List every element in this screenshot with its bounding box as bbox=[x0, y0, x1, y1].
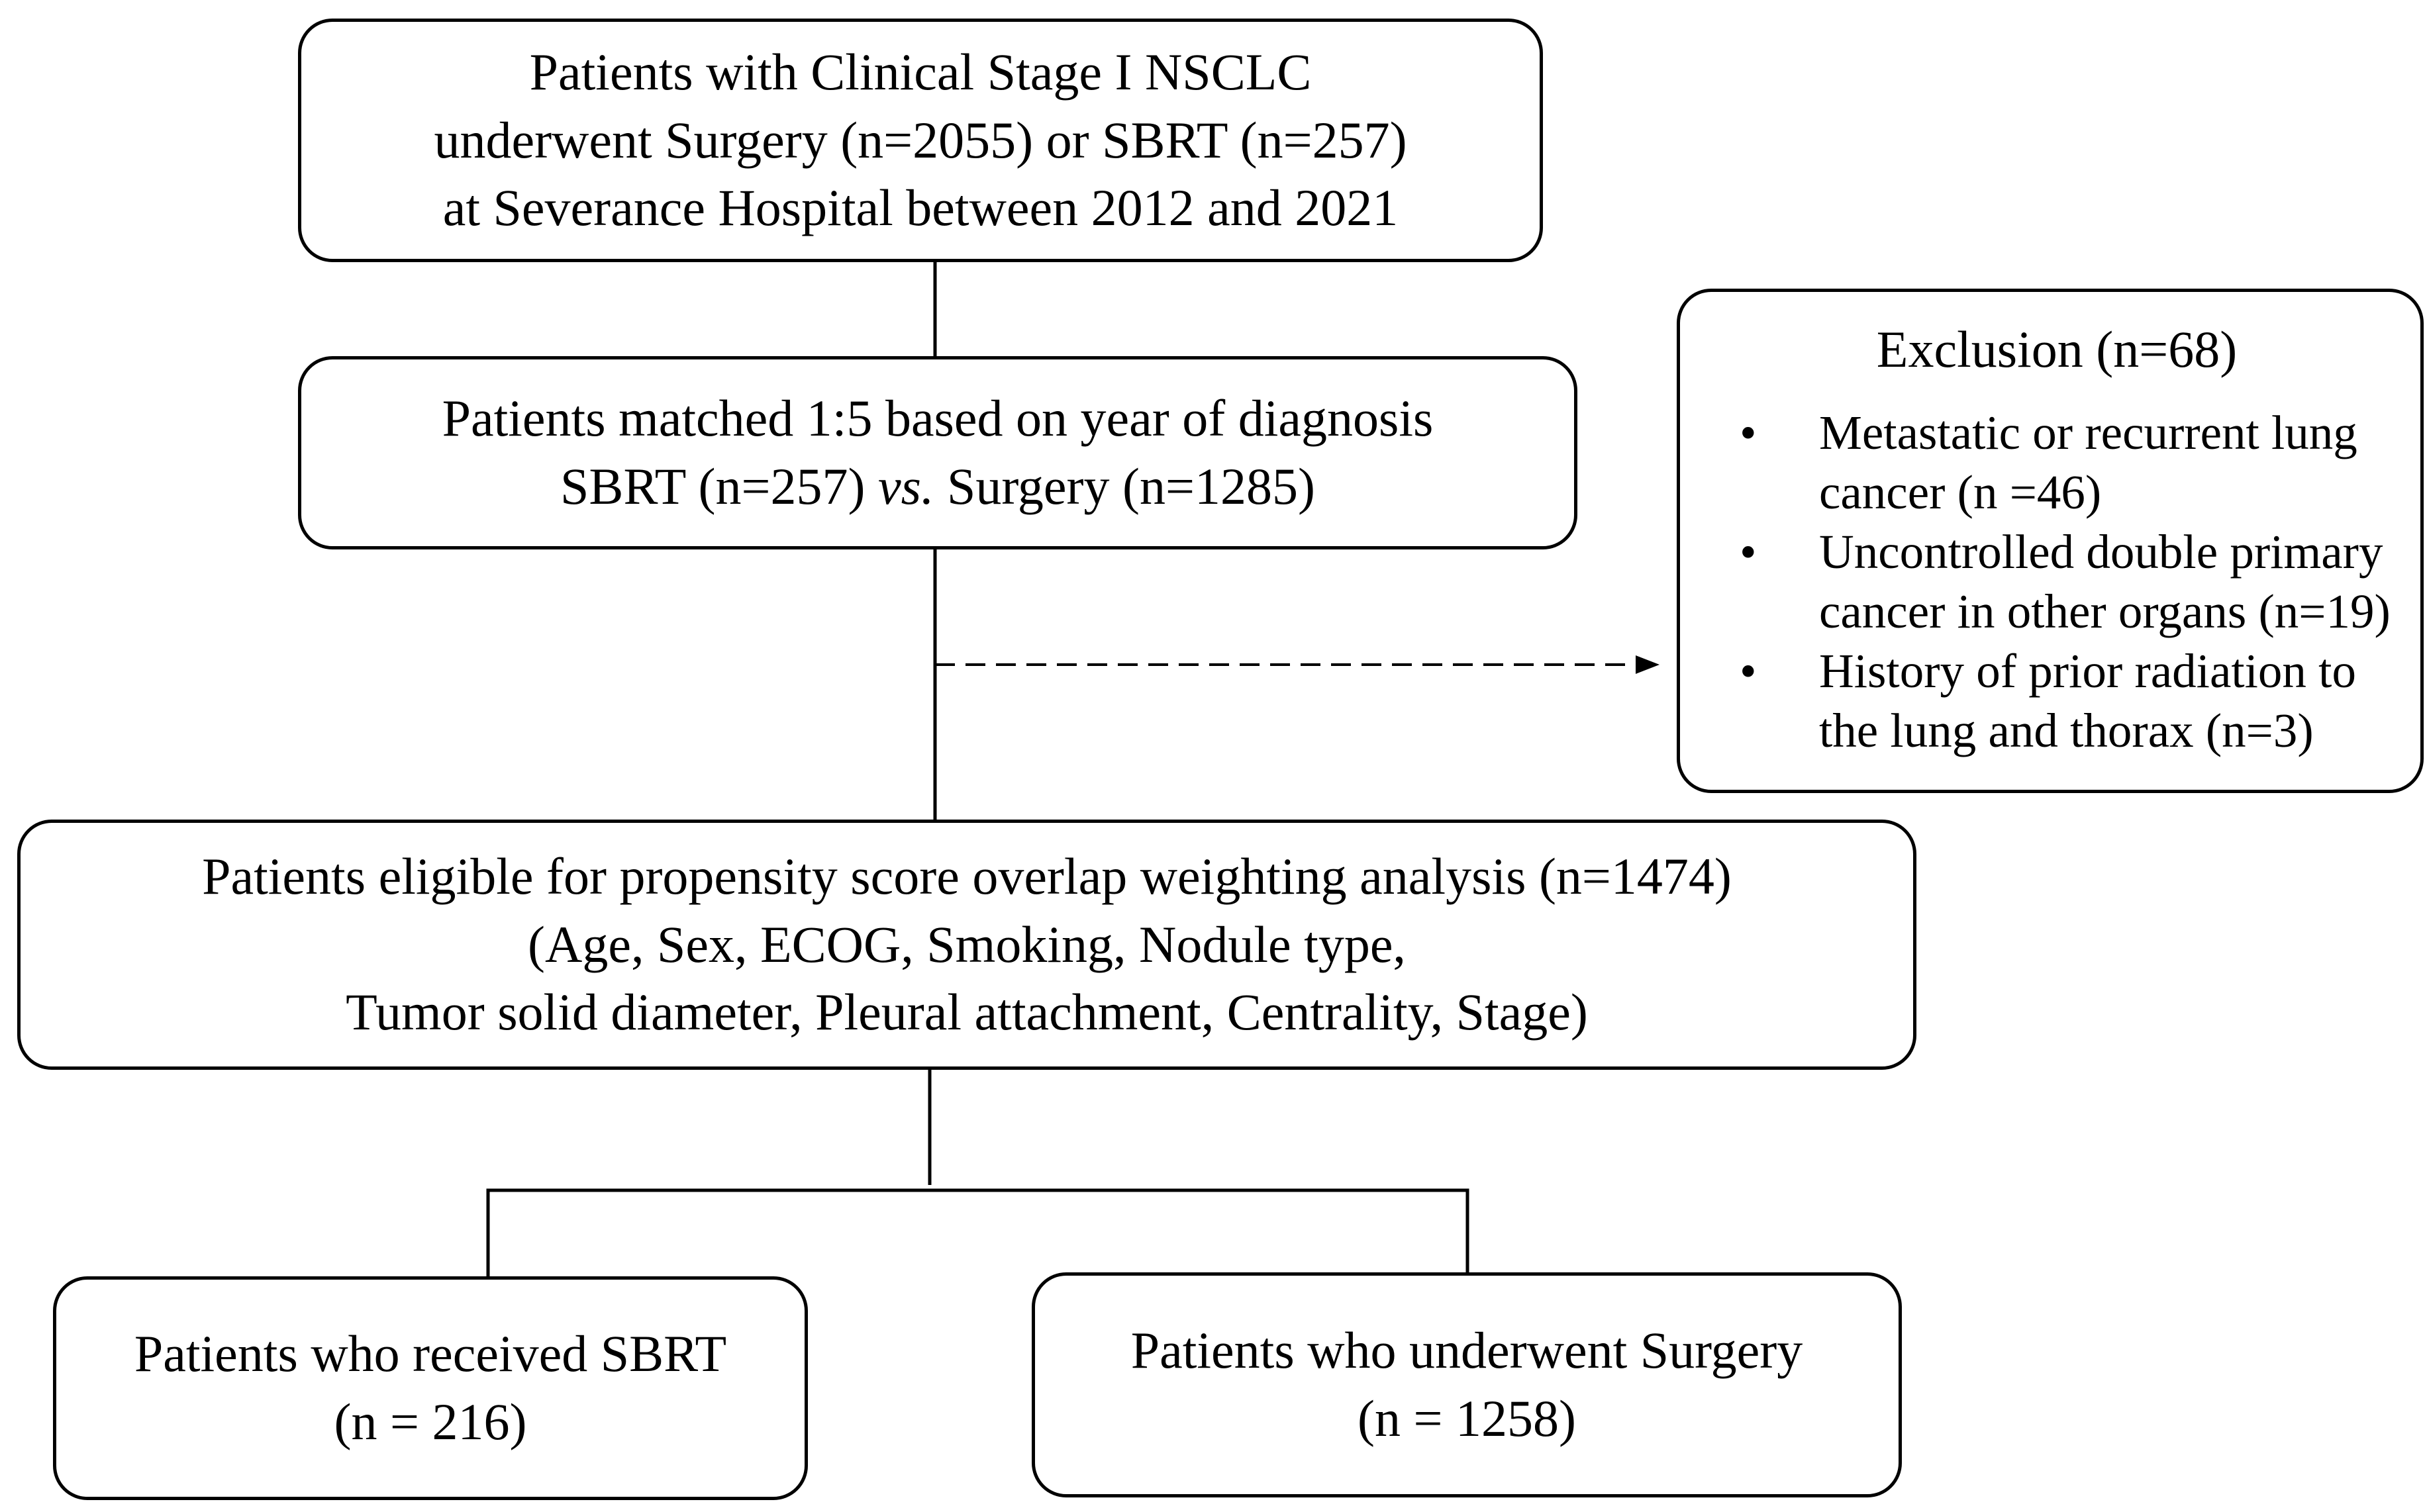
exclusion-arrowhead bbox=[1636, 655, 1659, 674]
exclusion-item: • History of prior radiation to the lung… bbox=[1720, 641, 2394, 761]
matched-line-2: SBRT (n=257) vs. Surgery (n=1285) bbox=[560, 453, 1315, 521]
versus-text: vs. bbox=[877, 457, 934, 515]
surgery-group-box: Patients who underwent Surgery (n = 1258… bbox=[1032, 1272, 1902, 1497]
sbrt-group-box: Patients who received SBRT (n = 216) bbox=[53, 1276, 808, 1500]
bullet-icon: • bbox=[1740, 524, 1757, 579]
exclusion-item-line: the lung and thorax (n=3) bbox=[1819, 703, 2314, 757]
bullet-icon: • bbox=[1740, 405, 1757, 459]
eligible-line-2: (Age, Sex, ECOG, Smoking, Nodule type, bbox=[528, 915, 1406, 973]
matched-surgery-count: Surgery (n=1285) bbox=[934, 457, 1315, 515]
eligible-line-3: Tumor solid diameter, Pleural attachment… bbox=[346, 983, 1588, 1041]
connector-branch bbox=[486, 1188, 1469, 1276]
exclusion-item: • Uncontrolled double primary cancer in … bbox=[1720, 522, 2394, 641]
cohort-line-2: underwent Surgery (n=2055) or SBRT (n=25… bbox=[434, 111, 1407, 169]
bullet-icon: • bbox=[1740, 643, 1757, 698]
cohort-line-1: Patients with Clinical Stage I NSCLC bbox=[529, 42, 1312, 101]
exclusion-item-line: Metastatic or recurrent lung bbox=[1819, 405, 2357, 459]
surgery-group-label: Patients who underwent Surgery bbox=[1130, 1321, 1803, 1380]
cohort-line-3: at Severance Hospital between 2012 and 2… bbox=[442, 179, 1399, 237]
exclusion-item-line: Uncontrolled double primary bbox=[1819, 524, 2383, 579]
eligible-line-1: Patients eligible for propensity score o… bbox=[202, 847, 1732, 905]
matched-sbrt-count: SBRT (n=257) bbox=[560, 457, 878, 515]
matched-line-1: Patients matched 1:5 based on year of di… bbox=[442, 389, 1434, 448]
cohort-box: Patients with Clinical Stage I NSCLC und… bbox=[298, 19, 1543, 262]
eligible-box: Patients eligible for propensity score o… bbox=[17, 820, 1916, 1070]
exclusion-item-line: cancer (n =46) bbox=[1819, 465, 2102, 519]
exclusion-item-line: History of prior radiation to bbox=[1819, 643, 2356, 698]
sbrt-group-label: Patients who received SBRT bbox=[134, 1325, 727, 1383]
surgery-group-count: (n = 1258) bbox=[1358, 1390, 1576, 1447]
exclusion-list: • Metastatic or recurrent lung cancer (n… bbox=[1720, 403, 2394, 761]
exclusion-item: • Metastatic or recurrent lung cancer (n… bbox=[1720, 403, 2394, 522]
sbrt-group-count: (n = 216) bbox=[334, 1393, 527, 1450]
exclusion-box: Exclusion (n=68) • Metastatic or recurre… bbox=[1677, 289, 2424, 793]
exclusion-item-line: cancer in other organs (n=19) bbox=[1819, 584, 2391, 638]
matched-box: Patients matched 1:5 based on year of di… bbox=[298, 356, 1577, 549]
exclusion-title: Exclusion (n=68) bbox=[1876, 320, 2238, 378]
